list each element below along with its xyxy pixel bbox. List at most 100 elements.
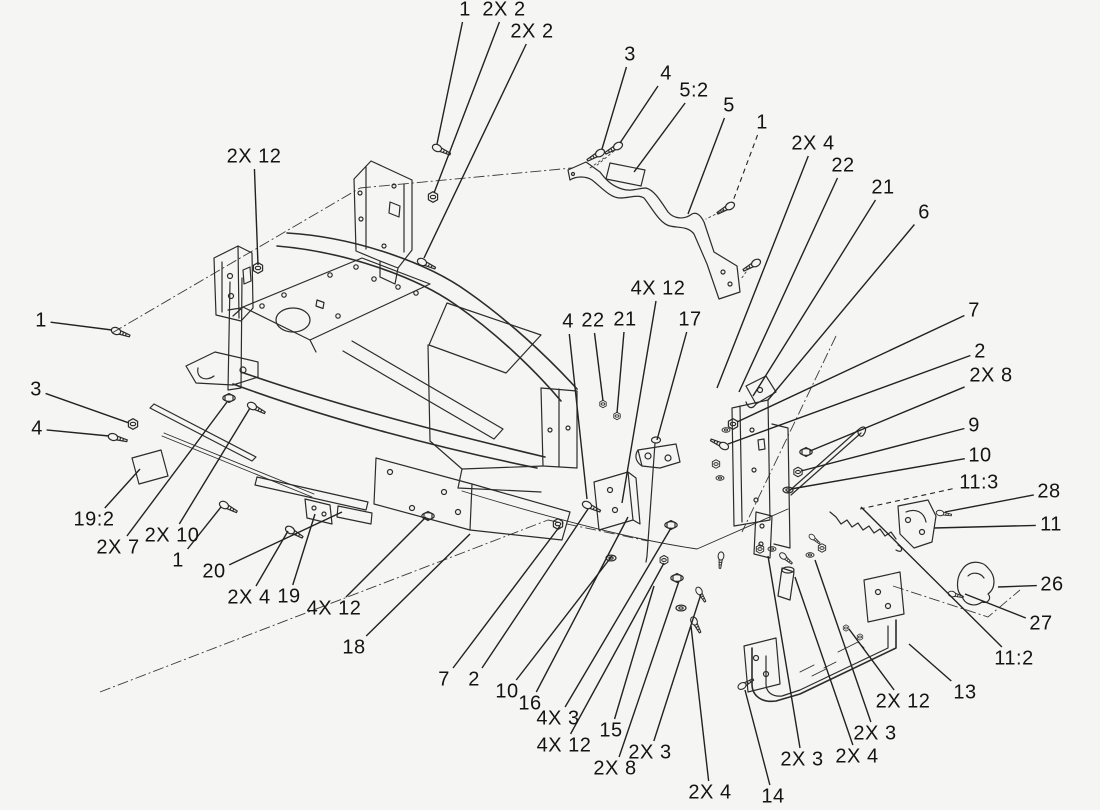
- callout-label: 2X 2: [482, 0, 526, 21]
- callout-label: 4: [31, 417, 43, 440]
- callout-label: 15: [599, 719, 623, 742]
- callout-label: 7: [968, 299, 980, 322]
- callout-label: 2X 4: [835, 745, 879, 768]
- callout-label: 2X 3: [780, 748, 824, 771]
- leader-line: [535, 516, 629, 693]
- leader-line: [933, 524, 1036, 529]
- leader-line: [423, 43, 527, 259]
- center-bracket-artwork: [593, 436, 681, 563]
- leader-line: [292, 513, 316, 586]
- leader-line: [944, 494, 1034, 513]
- leader-line: [716, 155, 809, 389]
- callout-label: 21: [613, 308, 637, 331]
- leader-line: [908, 643, 952, 682]
- leader-line: [564, 527, 672, 708]
- leader-line: [365, 533, 471, 637]
- callout-label: 10: [968, 444, 992, 467]
- leader-line: [452, 525, 561, 669]
- callout-label: 3: [30, 378, 42, 401]
- callout-label: 7: [438, 668, 450, 691]
- clamp-artwork: [956, 561, 995, 606]
- leader-line: [104, 468, 141, 509]
- leader-line: [481, 508, 589, 669]
- leader-line: [515, 555, 613, 681]
- leader-line: [616, 331, 625, 414]
- leader-lines: [45, 21, 1037, 786]
- callout-label: 19:2: [73, 508, 115, 531]
- leader-line: [601, 66, 628, 150]
- leader-line: [126, 401, 228, 537]
- callout-label: 2X 7: [96, 536, 140, 559]
- leader-line: [794, 576, 854, 746]
- leader-line: [800, 427, 965, 472]
- leader-line: [738, 177, 839, 393]
- callout-label: 4: [562, 310, 574, 333]
- callout-label: 16: [518, 692, 542, 715]
- leader-line: [228, 511, 343, 566]
- leader-line: [732, 134, 759, 202]
- callout-label: 21: [871, 176, 895, 199]
- callout-label: 3: [624, 43, 636, 66]
- leader-line: [997, 584, 1037, 588]
- callout-label: 18: [342, 636, 366, 659]
- callout-label: 1: [459, 0, 471, 21]
- callout-label: 14: [761, 785, 785, 808]
- leader-line: [345, 516, 427, 598]
- leader-line: [436, 21, 464, 145]
- callout-label: 22: [581, 309, 605, 332]
- leader-line: [633, 102, 686, 173]
- callout-label: 2X 12: [875, 690, 931, 713]
- callout-label: 1: [756, 111, 768, 134]
- callout-label: 1: [35, 309, 47, 332]
- callout-label: 2X 4: [688, 781, 732, 804]
- leader-line: [50, 321, 113, 331]
- leader-line: [253, 168, 259, 266]
- callout-label: 2: [974, 340, 986, 363]
- callout-label: 9: [968, 414, 980, 437]
- callout-label: 11: [1040, 513, 1062, 536]
- callout-label: 2X 12: [226, 145, 282, 168]
- leader-line: [433, 21, 501, 194]
- leader-line: [618, 580, 680, 758]
- leader-line: [752, 199, 877, 397]
- leader-line: [178, 407, 251, 525]
- callout-label: 2X 10: [144, 524, 200, 547]
- leader-line: [569, 562, 665, 735]
- leader-line: [653, 593, 702, 742]
- callout-label: 2X 2: [510, 20, 554, 43]
- callout-label: 17: [678, 308, 702, 331]
- leader-line: [736, 314, 965, 423]
- leader-line: [790, 457, 965, 490]
- callout-label: 28: [1037, 480, 1061, 503]
- callout-label: 26: [1040, 573, 1064, 596]
- callout-label: 22: [831, 154, 855, 177]
- callout-label: 1: [172, 549, 184, 572]
- leader-line: [46, 429, 110, 437]
- callout-label: 20: [202, 560, 226, 583]
- leader-line: [593, 332, 604, 402]
- callout-label: 2X 3: [853, 722, 897, 745]
- leader-line: [964, 593, 1027, 619]
- callout-label: 10: [495, 680, 519, 703]
- leader-line: [45, 392, 130, 424]
- leader-line: [727, 354, 971, 445]
- callout-label: 6: [918, 201, 930, 224]
- callout-label: 2X 3: [628, 741, 672, 764]
- callout-label: 2: [468, 668, 480, 691]
- callout-label: 2X 4: [227, 586, 271, 609]
- callout-label: 19: [277, 585, 301, 608]
- leader-line: [744, 689, 771, 786]
- callout-label: 4: [660, 62, 672, 85]
- leader-line: [613, 585, 655, 720]
- callout-label: 13: [953, 681, 977, 704]
- leader-line: [568, 333, 588, 500]
- callout-label: 5: [723, 94, 735, 117]
- leader-line: [619, 85, 659, 144]
- callout-label: 4X 12: [630, 277, 686, 300]
- leader-line: [809, 386, 965, 452]
- top-bracket-artwork: [567, 150, 750, 300]
- callout-label: 27: [1029, 612, 1053, 635]
- leader-line: [255, 530, 289, 587]
